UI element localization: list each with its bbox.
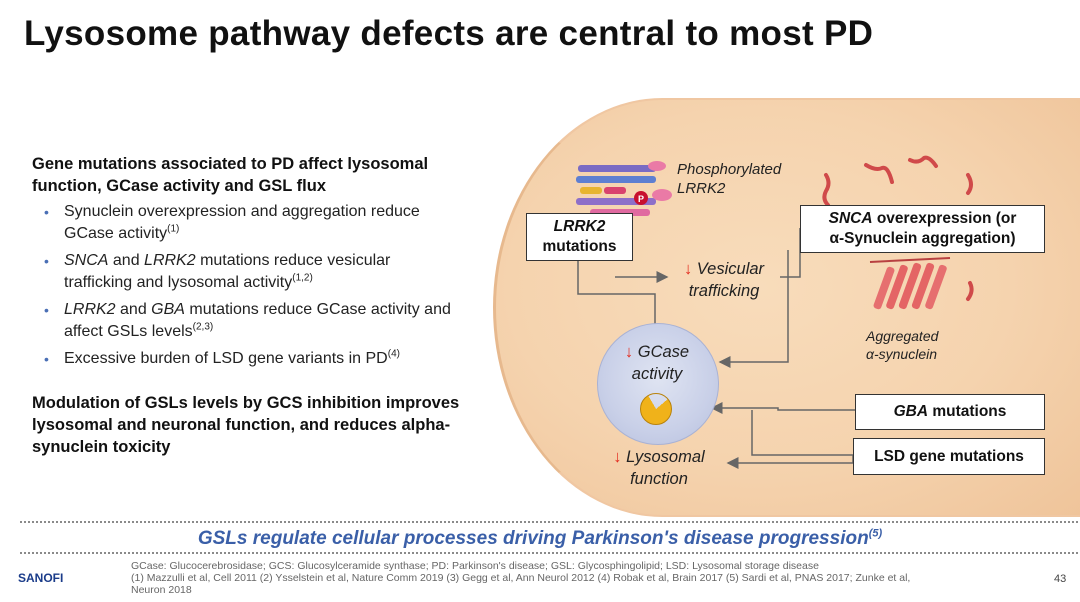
heading-modulation: Modulation of GSLs levels by GCS inhibit… (32, 394, 460, 456)
bullet-list: • Synuclein overexpression and aggregatio… (32, 201, 462, 370)
bullet-item: • Excessive burden of LSD gene variants i… (32, 348, 462, 370)
gcase-line1: GCase (633, 343, 690, 361)
bullet-text: LRRK2 (64, 301, 116, 318)
dotted-separator-bottom (20, 552, 1078, 554)
bullet-text: Synuclein overexpression and aggregation… (64, 203, 420, 242)
vesicular-line2: trafficking (688, 282, 760, 300)
bullet-ref: (1,2) (292, 272, 313, 284)
bullet-item: • LRRK2 and GBA mutations reduce GCase ac… (32, 299, 462, 343)
bullet-ref: (2,3) (192, 321, 214, 333)
tagline: GSLs regulate cellular processes driving… (0, 528, 1080, 550)
bullet-dot-icon: • (44, 351, 49, 367)
page-number: 43 (1054, 573, 1067, 585)
bullet-text: mutations reduce GCase activity and affe… (64, 301, 451, 340)
bullet-text: and (108, 252, 145, 269)
gcase-activity-label: ↓ GCase activity (613, 341, 701, 385)
aggregated-synuclein-icon (869, 257, 951, 310)
snca-italic: SNCA (828, 210, 873, 227)
snca-overexpression-box: SNCA overexpression (or α-Synuclein aggr… (800, 205, 1045, 253)
bullet-dot-icon: • (44, 204, 49, 220)
heading-gene-mutations: Gene mutations associated to PD affect l… (32, 155, 429, 195)
down-arrow-icon: ↓ (624, 343, 634, 361)
lsd-gene-mutations-box: LSD gene mutations (853, 438, 1045, 475)
references-footnote-line1: (1) Mazzulli et al, Cell 2011 (2) Yssels… (131, 572, 911, 584)
bullet-dot-icon: • (44, 302, 49, 318)
svg-text:P: P (638, 194, 644, 204)
bullet-text: SNCA (64, 252, 109, 269)
aggregated-label-line2: α-synuclein (866, 346, 938, 362)
gcase-enzyme-icon (640, 393, 672, 425)
bullet-text: GBA (151, 301, 185, 318)
phosphorylated-lrrk2-label: Phosphorylated LRRK2 (677, 160, 781, 198)
bullet-item: • Synuclein overexpression and aggregatio… (32, 201, 462, 245)
bullet-text: LRRK2 (144, 252, 196, 269)
slide-title: Lysosome pathway defects are central to … (24, 14, 874, 53)
bullet-ref: (4) (387, 348, 400, 360)
lysosomal-line2: function (630, 470, 688, 488)
vesicular-trafficking-label: ↓ Vesicular trafficking (674, 258, 774, 302)
aggregated-label-line1: Aggregated (866, 328, 939, 344)
vesicular-line1: Vesicular (692, 260, 765, 278)
tagline-text: GSLs regulate cellular processes driving… (197, 528, 869, 549)
sanofi-logo: SANOFI (18, 571, 64, 585)
phospho-label-line2: LRRK2 (677, 180, 726, 197)
aggregated-synuclein-label: Aggregated α-synuclein (866, 327, 938, 363)
phospho-marker: P (634, 191, 648, 205)
phospho-label-line1: Phosphorylated (677, 161, 782, 178)
lrrk2-box-line1: LRRK2 (553, 218, 606, 235)
bullet-dot-icon: • (44, 253, 49, 269)
lsd-box-label: LSD gene mutations (874, 447, 1024, 465)
gcase-line2: activity (631, 365, 683, 383)
bullet-text: Excessive burden of LSD gene variants in… (64, 350, 388, 367)
down-arrow-icon: ↓ (683, 260, 693, 278)
bullet-text: and (115, 301, 152, 318)
lysosomal-function-label: ↓ Lysosomal function (603, 446, 715, 490)
dotted-separator-top (20, 521, 1078, 523)
snca-rest: overexpression (or (872, 210, 1017, 227)
lrrk2-protein-icon (576, 161, 672, 216)
gba-italic: GBA (893, 403, 929, 420)
lrrk2-box-line2: mutations (542, 238, 617, 255)
lysosomal-line1: Lysosomal (621, 448, 705, 466)
snca-box-line2: α-Synuclein aggregation) (829, 230, 1016, 247)
bullet-item: • SNCA and LRRK2 mutations reduce vesicul… (32, 250, 462, 294)
references-footnote-line2: Neuron 2018 (131, 584, 192, 596)
abbreviations-footnote: GCase: Glucocerebrosidase; GCS: Glucosyl… (131, 560, 819, 572)
bullet-text: mutations reduce vesicular trafficking a… (64, 252, 391, 291)
left-text-panel: Gene mutations associated to PD affect l… (32, 153, 462, 458)
gba-mutations-box: GBA mutations (855, 394, 1045, 430)
down-arrow-icon: ↓ (613, 448, 622, 466)
gba-rest: mutations (928, 403, 1007, 420)
bullet-ref: (1) (167, 223, 180, 235)
lrrk2-mutations-box: LRRK2 mutations (526, 213, 633, 261)
tagline-ref: (5) (868, 527, 883, 540)
